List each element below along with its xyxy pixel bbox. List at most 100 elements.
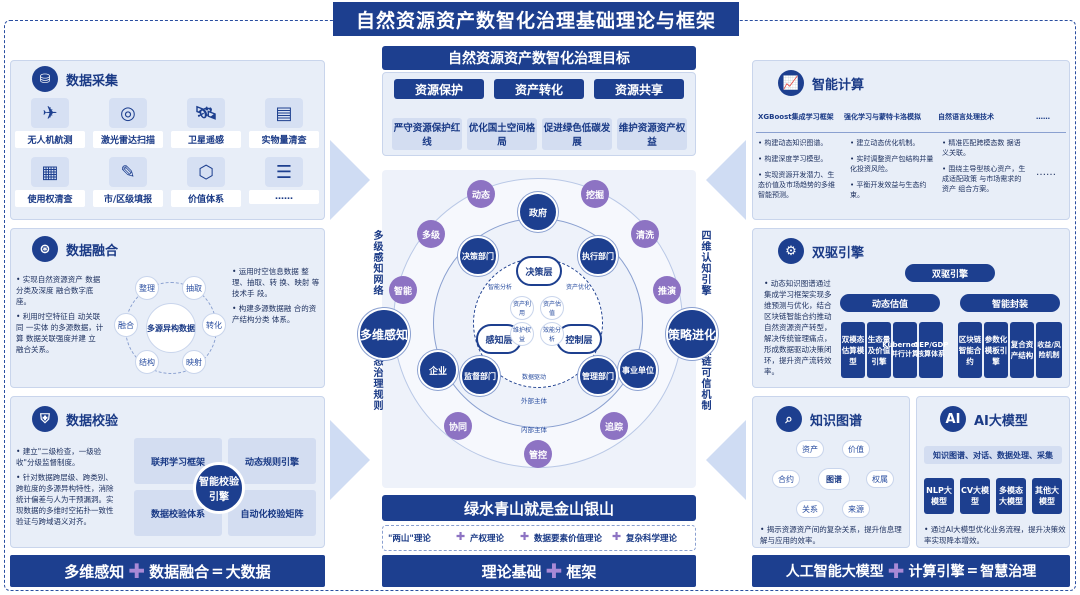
fusion-node: 结构 [135, 350, 159, 374]
compute-title: 智能计算 [812, 77, 865, 93]
tile-more[interactable]: ☰…… [249, 157, 319, 204]
compute-header-cell: …… [1036, 113, 1050, 121]
outer-node: 清洗 [631, 220, 659, 248]
layer-node: 控制层 [556, 324, 602, 354]
tile-inventory[interactable]: ▤实物量清查 [249, 98, 319, 148]
kg-node: 价值 [842, 440, 870, 458]
subgoal: 促进绿色低碳发展 [542, 118, 612, 150]
left-vertical-label2: 动态治理规则 [371, 345, 382, 411]
outer-node: 智能 [389, 276, 417, 304]
ring-label: 数据驱动 [522, 374, 547, 381]
kg-node: 合约 [772, 470, 800, 488]
ring-label: 智能分析 [488, 284, 513, 291]
theory-item: 产权理论 [470, 534, 505, 544]
compute-header: 📈 智能计算 [778, 70, 864, 96]
layer-node: 决策层 [516, 256, 562, 286]
kg-header: ⌕ 知识图谱 [776, 406, 862, 432]
llm-header: AI AI大模型 [940, 406, 1028, 432]
chart-icon: 📈 [778, 70, 804, 96]
tile-city-fill[interactable]: ✎市/区级填报 [93, 157, 163, 207]
actor-node: 监督部门 [460, 356, 500, 396]
actor-node: 决策部门 [458, 236, 498, 276]
dual-leaf: 收益/风险机制 [1036, 322, 1062, 378]
dual-leaf: 区块链智能合约 [958, 322, 982, 378]
ai-icon: AI [940, 406, 966, 432]
ring-label: 资产优化 [566, 284, 591, 291]
network-icon: ⬡ [187, 157, 225, 187]
dual-title: 双驱引擎 [812, 245, 865, 261]
theory-item: 数据要素价值理论 [534, 534, 603, 544]
ring-label: 外部主体 [521, 397, 547, 405]
compute-header-cell: 强化学习与蒙特卡洛模拟 [844, 113, 921, 121]
verify-bullets: • 建立"二级检查，一级验收"分级监督制度。 • 针对数据跨层级、跨类别、跨粒度… [16, 447, 114, 526]
left-bubble: 多维感知 [358, 308, 410, 360]
dual-branch: 动态估值 [840, 294, 940, 312]
plus-icon: ✚ [520, 530, 530, 543]
llm-title: AI大模型 [974, 413, 1028, 429]
goal-item: 资源共享 [594, 79, 684, 99]
llm-model: CV大模型 [960, 478, 990, 514]
goal-item: 资源保护 [394, 79, 484, 99]
subgoal: 优化国土空间格局 [467, 118, 537, 150]
shield-icon: ⛨ [32, 406, 58, 432]
verify-engine: 智能校验引擎 [193, 462, 245, 514]
kg-node: 资产 [796, 440, 824, 458]
tile-usage-right[interactable]: ▦使用权清查 [15, 157, 85, 207]
outer-node: 追踪 [600, 412, 628, 440]
list-icon: ☰ [265, 157, 303, 187]
document-icon: ▦ [31, 157, 69, 187]
actor-node: 政府 [518, 192, 558, 232]
left-vertical-label: 多级感知网络 [371, 230, 382, 296]
outer-node: 多级 [417, 220, 445, 248]
outer-node: 管控 [524, 440, 552, 468]
data-collect-header: ⛁ 数据采集 [32, 66, 118, 92]
kg-bullet: • 揭示资源资产间的复杂关系，提升信息理解与应用的效率。 [760, 525, 902, 545]
dual-leaf: 生态量及价值引擎 [867, 322, 891, 378]
target-icon: ◎ [109, 98, 147, 128]
plus-icon: ✚ [612, 530, 622, 543]
subgoal: 维护资源资产权益 [617, 118, 687, 150]
data-fusion-title: 数据融合 [66, 243, 119, 259]
right-bubble: 策略进化 [666, 308, 718, 360]
core-node: 效能分析 [540, 322, 564, 346]
compute-header-cell: 自然语言处理技术 [938, 113, 994, 121]
compute-panel [752, 60, 1070, 220]
dual-leaf: 复合资产结构 [1010, 322, 1034, 378]
arrow-right-icon [330, 140, 370, 220]
fusion-bullets-left: • 实现自然资源资产 数据分类及深度 融合数字底座。 • 利用时空特征自 动关联… [16, 275, 104, 354]
tile-satellite[interactable]: 🛰卫星遥感 [171, 98, 241, 148]
ring-label: 内部主体 [521, 426, 547, 434]
gear-icon: ⚙ [778, 238, 804, 264]
tile-value-system[interactable]: ⬡价值体系 [171, 157, 241, 207]
kg-node: 来源 [842, 500, 870, 518]
right-vertical-label: 四维认知引擎 [699, 230, 710, 296]
core-node: 资产利用 [510, 296, 534, 320]
arrow-left-icon [706, 140, 746, 220]
left-footer: 多维感知✚数据融合=大数据 [10, 555, 325, 587]
dual-header: ⚙ 双驱引擎 [778, 238, 864, 264]
goal-item: 资产转化 [494, 79, 584, 99]
fusion-node: 整理 [135, 276, 159, 300]
llm-model: 多模态大模型 [996, 478, 1026, 514]
tile-drone[interactable]: ✈无人机航测 [15, 98, 85, 148]
drone-icon: ✈ [31, 98, 69, 128]
data-verify-header: ⛨ 数据校验 [32, 406, 118, 432]
actor-node: 执行部门 [578, 236, 618, 276]
actor-node: 管理部门 [578, 356, 618, 396]
satellite-icon: 🛰 [187, 98, 225, 128]
outer-node: 协同 [444, 412, 472, 440]
dual-bullets: • 动态知识图谱通过集成学习框架实现多维预测与优化，结合区块链智能合约推动自然资… [764, 279, 832, 376]
kg-center: 图谱 [818, 468, 850, 490]
fusion-node: 抽取 [182, 276, 206, 300]
compute-col1: • 构建动态知识图谱。• 构建深度学习模型。• 实现资源开发潜力、生态价值及市场… [758, 139, 835, 199]
theory-item: 复杂科学理论 [626, 534, 678, 544]
right-footer: 人工智能大模型✚计算引擎=智慧治理 [752, 555, 1070, 587]
kg-node: 权属 [866, 470, 894, 488]
database-icon: ⛁ [32, 66, 58, 92]
compute-header-cell: XGBoost集成学习框架 [758, 113, 834, 121]
fusion-bullets-right: • 运用时空信息数据 整理、抽取、转 换、映射 等技术手 段。 • 构建多源数据… [232, 267, 320, 324]
table-divider [756, 132, 1066, 133]
fusion-node: 融合 [114, 313, 138, 337]
tile-lidar[interactable]: ◎激光雷达扫描 [93, 98, 163, 148]
subgoal: 严守资源保护红线 [392, 118, 462, 150]
